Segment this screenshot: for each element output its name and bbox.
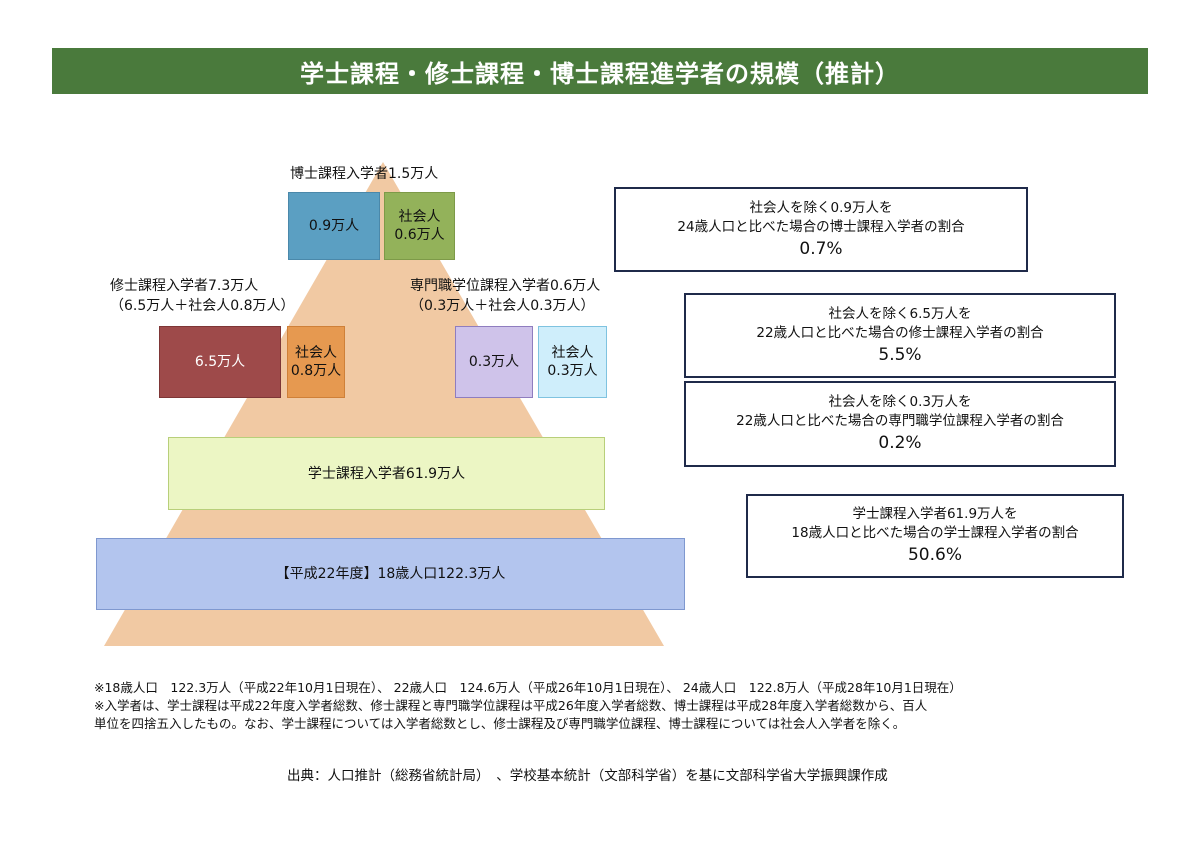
- info-bachelor-line2: 18歳人口と比べた場合の学士課程入学者の割合: [791, 525, 1079, 541]
- professional-label-line1: 専門職学位課程入学者0.6万人: [410, 278, 601, 294]
- master-label-line1: 修士課程入学者7.3万人: [110, 278, 259, 294]
- professional-label-line2: （0.3万人＋社会人0.3万人）: [410, 298, 595, 314]
- info-professional-line1: 社会人を除く0.3万人を: [828, 394, 972, 410]
- master-social-label: 社会人: [295, 345, 337, 361]
- info-master-pct: 5.5%: [878, 344, 922, 365]
- notes: ※18歳人口 122.3万人（平成22年10月1日現在）、 22歳人口 124.…: [94, 679, 1134, 733]
- info-box-professional: 社会人を除く0.3万人を 22歳人口と比べた場合の専門職学位課程入学者の割合 0…: [684, 381, 1116, 467]
- doctor-main-box: 0.9万人: [288, 192, 380, 260]
- note-line-1: ※18歳人口 122.3万人（平成22年10月1日現在）、 22歳人口 124.…: [94, 680, 962, 695]
- info-bachelor-line1: 学士課程入学者61.9万人を: [852, 506, 1018, 522]
- population-box: 【平成22年度】18歳人口122.3万人: [96, 538, 685, 610]
- master-main-box: 6.5万人: [159, 326, 281, 398]
- master-label: 修士課程入学者7.3万人 （6.5万人＋社会人0.8万人）: [110, 276, 295, 316]
- info-master-line1: 社会人を除く6.5万人を: [828, 305, 972, 322]
- info-professional-pct: 0.2%: [878, 433, 922, 453]
- info-box-master: 社会人を除く6.5万人を 22歳人口と比べた場合の修士課程入学者の割合 5.5%: [684, 293, 1116, 378]
- info-doctor-line1: 社会人を除く0.9万人を: [749, 199, 893, 216]
- professional-social-box: 社会人 0.3万人: [538, 326, 607, 398]
- doctor-social-label: 社会人: [398, 209, 441, 225]
- bachelor-label: 学士課程入学者61.9万人: [307, 465, 466, 482]
- page-title: 学士課程・修士課程・博士課程進学者の規模（推計）: [52, 48, 1148, 94]
- note-line-3: 単位を四捨五入したもの。なお、学士課程については入学者総数とし、修士課程及び専門…: [94, 716, 906, 731]
- info-box-doctor: 社会人を除く0.9万人を 24歳人口と比べた場合の博士課程入学者の割合 0.7%: [614, 187, 1028, 272]
- population-label: 【平成22年度】18歳人口122.3万人: [275, 566, 506, 582]
- doctor-label: 博士課程入学者1.5万人: [290, 166, 439, 182]
- professional-social-label: 社会人: [551, 345, 594, 361]
- doctor-main-value: 0.9万人: [308, 218, 360, 234]
- professional-main-value: 0.3万人: [468, 354, 520, 370]
- master-label-line2: （6.5万人＋社会人0.8万人）: [110, 298, 295, 314]
- source-citation: 出典：人口推計（総務省統計局） 、学校基本統計（文部科学省）を基に文部科学省大学…: [287, 768, 888, 784]
- note-line-2: ※入学者は、学士課程は平成22年度入学者総数、修士課程と専門職学位課程は平成26…: [94, 698, 928, 713]
- master-social-value: 0.8万人: [290, 363, 342, 379]
- doctor-social-box: 社会人 0.6万人: [384, 192, 455, 260]
- info-doctor-pct: 0.7%: [799, 238, 843, 259]
- master-main-value: 6.5万人: [194, 354, 246, 370]
- professional-main-box: 0.3万人: [455, 326, 533, 398]
- bachelor-box: 学士課程入学者61.9万人: [168, 437, 605, 510]
- info-master-line2: 22歳人口と比べた場合の修士課程入学者の割合: [756, 324, 1044, 341]
- professional-label: 専門職学位課程入学者0.6万人 （0.3万人＋社会人0.3万人）: [410, 276, 600, 316]
- info-doctor-line2: 24歳人口と比べた場合の博士課程入学者の割合: [677, 218, 965, 235]
- info-bachelor-pct: 50.6%: [907, 545, 962, 565]
- info-professional-line2: 22歳人口と比べた場合の専門職学位課程入学者の割合: [736, 413, 1064, 429]
- info-box-bachelor: 学士課程入学者61.9万人を 18歳人口と比べた場合の学士課程入学者の割合 50…: [746, 494, 1124, 578]
- doctor-social-value: 0.6万人: [394, 227, 445, 243]
- master-social-box: 社会人 0.8万人: [287, 326, 345, 398]
- professional-social-value: 0.3万人: [547, 363, 598, 379]
